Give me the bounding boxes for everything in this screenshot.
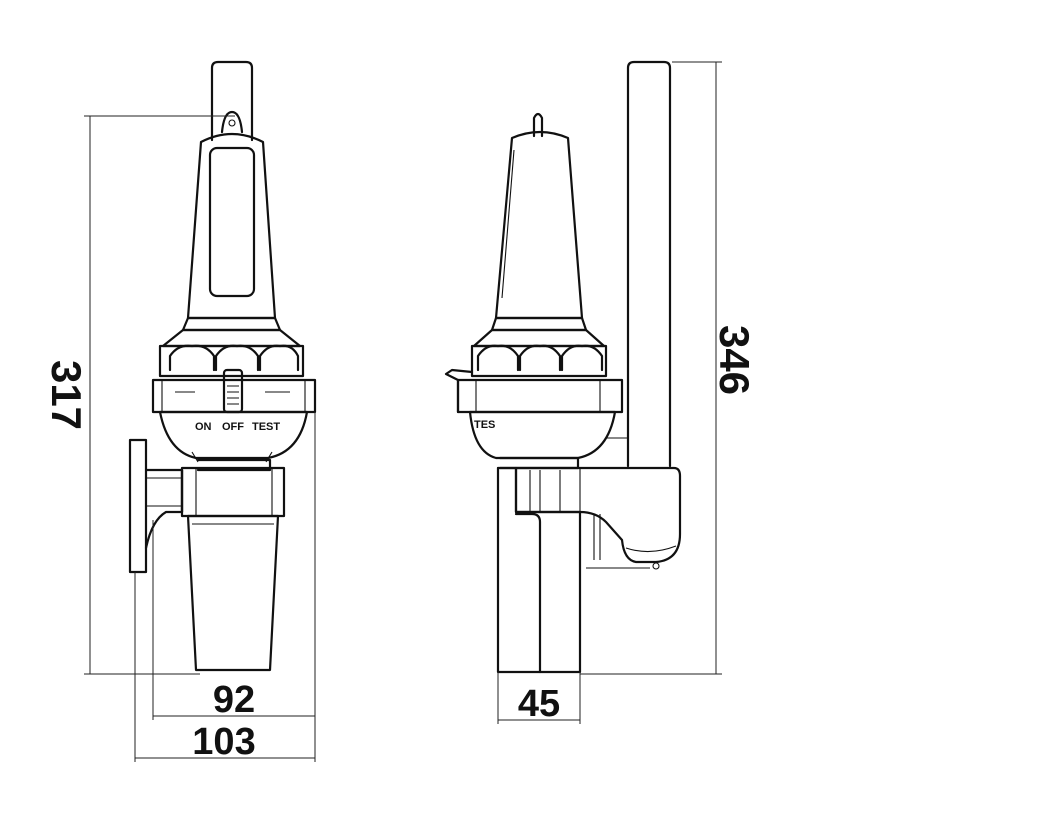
dimension-lines: 317 92 103 45 346 [43, 61, 758, 763]
front-bracket [144, 468, 184, 550]
front-rod [210, 60, 254, 142]
front-hook [220, 110, 244, 134]
front-dial-band [151, 378, 317, 414]
dial-label-on: ON [195, 421, 212, 433]
front-window [208, 146, 256, 298]
front-cone [186, 132, 277, 320]
dim-front-width-total: 103 [192, 721, 255, 763]
front-dial-housing [158, 410, 309, 460]
side-view: TES [444, 60, 682, 674]
dim-front-width-body: 92 [213, 679, 255, 721]
dial-label-off: OFF [222, 421, 244, 433]
dim-front-height: 317 [43, 360, 90, 430]
dial-label-test: TEST [252, 421, 280, 433]
side-knurled-ring [470, 344, 608, 378]
side-dial-band [456, 378, 624, 414]
side-dial-label: TES [474, 419, 495, 431]
front-view: ON OFF TEST [128, 60, 317, 672]
side-bracket [514, 466, 682, 564]
front-cartridge [186, 514, 280, 672]
dim-side-height: 346 [711, 325, 758, 395]
front-clamp [180, 466, 286, 518]
front-wall-plate [128, 438, 148, 574]
side-rod [626, 60, 672, 468]
front-knurled-ring [158, 344, 305, 378]
dim-side-width: 45 [518, 683, 560, 725]
side-cartridge [496, 466, 582, 674]
side-cone [494, 130, 584, 320]
